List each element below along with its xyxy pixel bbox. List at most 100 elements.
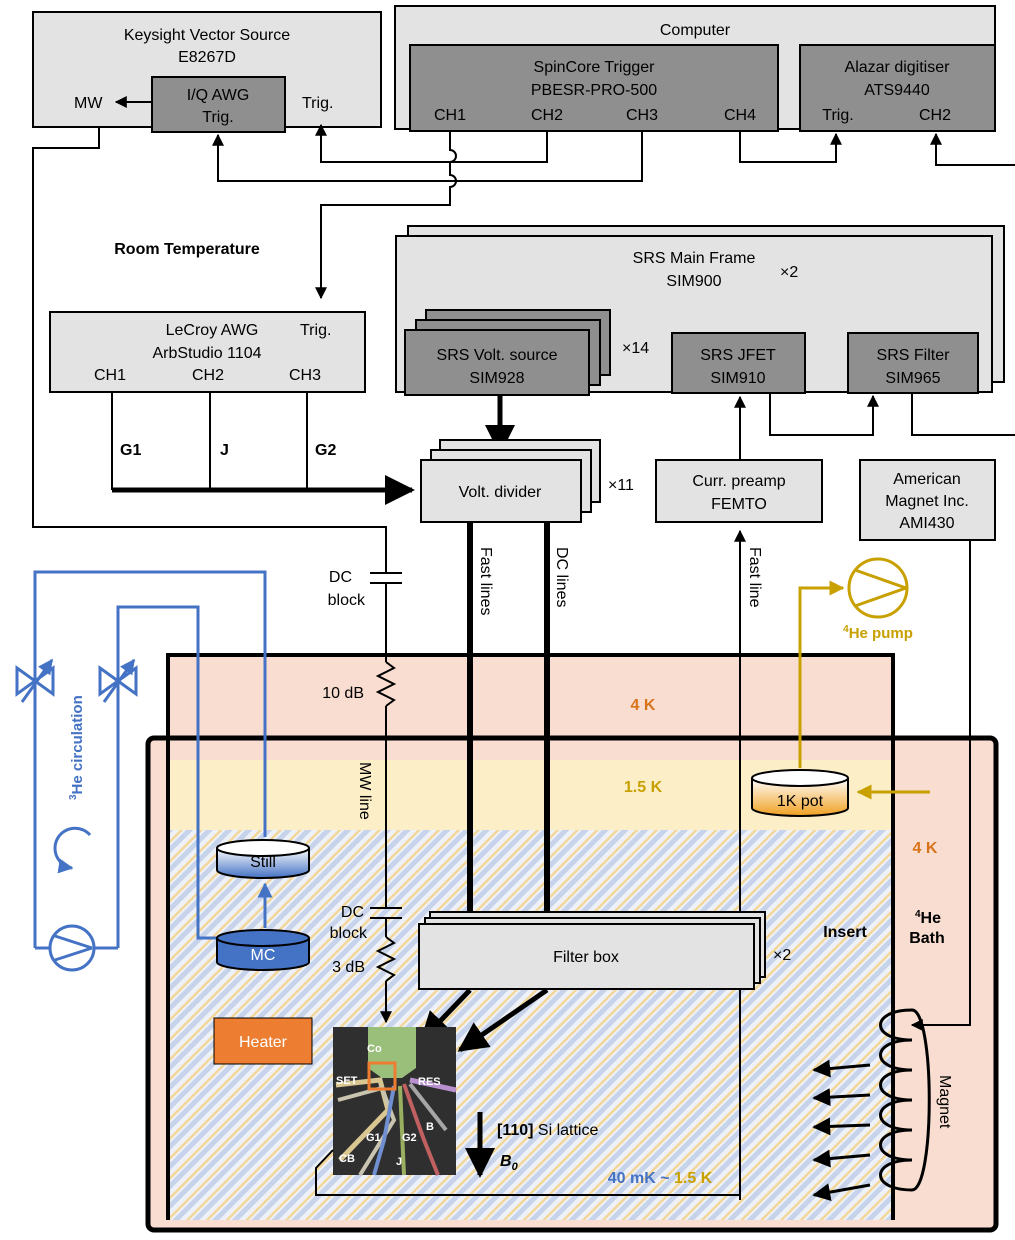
ami-magnet-supply: American Magnet Inc. AMI430: [859, 459, 996, 541]
lecroy-ch3: CH3: [289, 367, 321, 384]
temp-4k-bath: 4 K: [913, 840, 938, 857]
sample-stage-outline: [315, 1149, 740, 1196]
he4-pump-label: 4He pump: [843, 624, 913, 642]
lecroy-ch2: CH2: [192, 367, 224, 384]
bath-outline: [145, 735, 999, 1233]
volt-divider-mult: ×11: [608, 477, 634, 494]
alazar-ch2: CH2: [919, 107, 951, 124]
lecroy-trig: Trig.: [300, 322, 331, 339]
spincore-ch4: CH4: [724, 107, 756, 124]
heater-block: [213, 1017, 313, 1065]
dc-block-2-a: DC: [341, 904, 364, 921]
mixing-chamber: MC: [216, 929, 310, 971]
keysight-model: E8267D: [178, 49, 236, 66]
fast-lines-label: Fast lines: [477, 547, 494, 615]
computer: Computer SpinCore Trigger PBESR-PRO-500 …: [394, 5, 996, 132]
volt-divider: Volt. divider ×11: [420, 439, 634, 523]
srs-volt-model: SIM928: [469, 370, 524, 387]
temp-1p5k: 1.5 K: [624, 779, 663, 796]
bath-label-2: Bath: [909, 930, 945, 947]
chip-j: J: [396, 1156, 402, 1168]
keysight-mw-port: MW: [74, 95, 103, 112]
computer-title: Computer: [660, 22, 731, 39]
circulation-arrow-icon: [53, 826, 92, 874]
spincore-model: PBESR-PRO-500: [531, 82, 657, 99]
current-preamp: Curr. preamp FEMTO: [655, 459, 823, 523]
srs-volt-title: SRS Volt. source: [437, 347, 558, 364]
keysight-source: Keysight Vector Source E8267D MW Trig. I…: [32, 11, 382, 133]
still-label: Still: [250, 854, 276, 871]
preamp-title: Curr. preamp: [692, 473, 785, 490]
alazar-trig: Trig.: [822, 107, 853, 124]
iq-awg-trig: Trig.: [202, 109, 233, 126]
preamp-model: FEMTO: [711, 496, 767, 513]
bath-label-1: 4He: [915, 909, 941, 927]
still: Still: [216, 839, 310, 879]
dc-block-1-a: DC: [329, 569, 352, 586]
chip-set: SET: [336, 1075, 358, 1087]
dc-lines-label: DC lines: [553, 547, 570, 607]
ami-line3: AMI430: [899, 515, 954, 532]
srs-filter-model: SIM965: [885, 370, 940, 387]
chip-cb: CB: [339, 1153, 355, 1165]
device-chip: Co SET RES G1 G2 B CB J: [333, 1027, 457, 1177]
srs-main-title: SRS Main Frame: [633, 250, 756, 267]
chip-b: B: [426, 1121, 434, 1133]
att-10db: 10 dB: [322, 685, 364, 702]
lecroy-model: ArbStudio 1104: [152, 345, 261, 362]
srs-volt-mult: ×14: [622, 340, 649, 357]
magnet-coil: Magnet: [812, 1008, 953, 1202]
spincore-ch2: CH2: [531, 107, 563, 124]
spincore-ch1: CH1: [434, 107, 466, 124]
chip-roi-box: [367, 1061, 397, 1091]
j-label: J: [220, 442, 229, 459]
lattice-label: [110] Si lattice: [497, 1122, 598, 1139]
dc-line-to-chip: [457, 987, 549, 1053]
one-k-pot-label: 1K pot: [777, 793, 824, 810]
srs-jfet-title: SRS JFET: [700, 347, 776, 364]
filter-box-label: Filter box: [553, 949, 619, 966]
ami-magnet-wire: [910, 540, 971, 1031]
alazar-title: Alazar digitiser: [845, 59, 951, 76]
srs-main-model: SIM900: [666, 273, 721, 290]
mw-line: DC block 10 dB DC block 3 dB MW line: [32, 127, 402, 1024]
lecroy-title: LeCroy AWG: [166, 322, 259, 339]
mc-label: MC: [251, 947, 276, 964]
srs-wiring: [485, 393, 1015, 460]
he3-circ-label: 3He circulation: [68, 695, 86, 800]
keysight-title: Keysight Vector Source: [124, 27, 290, 44]
magnet-label: Magnet: [936, 1075, 953, 1129]
chip-res: RES: [418, 1076, 441, 1088]
att-3db: 3 dB: [332, 959, 365, 976]
volt-divider-label: Volt. divider: [459, 484, 542, 501]
spincore-title: SpinCore Trigger: [534, 59, 656, 76]
pump-line: [798, 580, 845, 768]
srs-main-mult: ×2: [780, 264, 798, 281]
he3-circulation: 3He circulation: [15, 570, 267, 972]
insert-label: Insert: [823, 924, 867, 941]
b0-label: B0: [500, 1153, 519, 1173]
lecroy-ch1: CH1: [94, 367, 126, 384]
lecroy-gate-lines: G1 J G2: [111, 392, 415, 505]
ami-line1: American: [893, 471, 961, 488]
g2-label: G2: [315, 442, 336, 459]
lecroy-awg: LeCroy AWG Trig. ArbStudio 1104 CH1 CH2 …: [49, 311, 366, 393]
dc-block-2-b: block: [330, 925, 368, 942]
heater-label: Heater: [239, 1034, 288, 1051]
fast-line-label: Fast line: [746, 547, 763, 608]
dc-block-1-b: block: [328, 592, 366, 609]
keysight-trig-port: Trig.: [302, 95, 333, 112]
filter-box-mult: ×2: [773, 947, 791, 964]
srs-filter-title: SRS Filter: [877, 347, 951, 364]
alazar-model: ATS9440: [864, 82, 930, 99]
srs-jfet-model: SIM910: [710, 370, 765, 387]
insert-outline: [166, 653, 895, 1220]
chip-g1: G1: [366, 1132, 381, 1144]
trigger-wiring: [212, 123, 1015, 300]
temp-range-label: 40 mK ~ 1.5 K: [608, 1170, 713, 1187]
ami-line2: Magnet Inc.: [885, 493, 969, 510]
g1-label: G1: [120, 442, 141, 459]
iq-awg-title: I/Q AWG: [187, 87, 250, 104]
spincore-ch3: CH3: [626, 107, 658, 124]
